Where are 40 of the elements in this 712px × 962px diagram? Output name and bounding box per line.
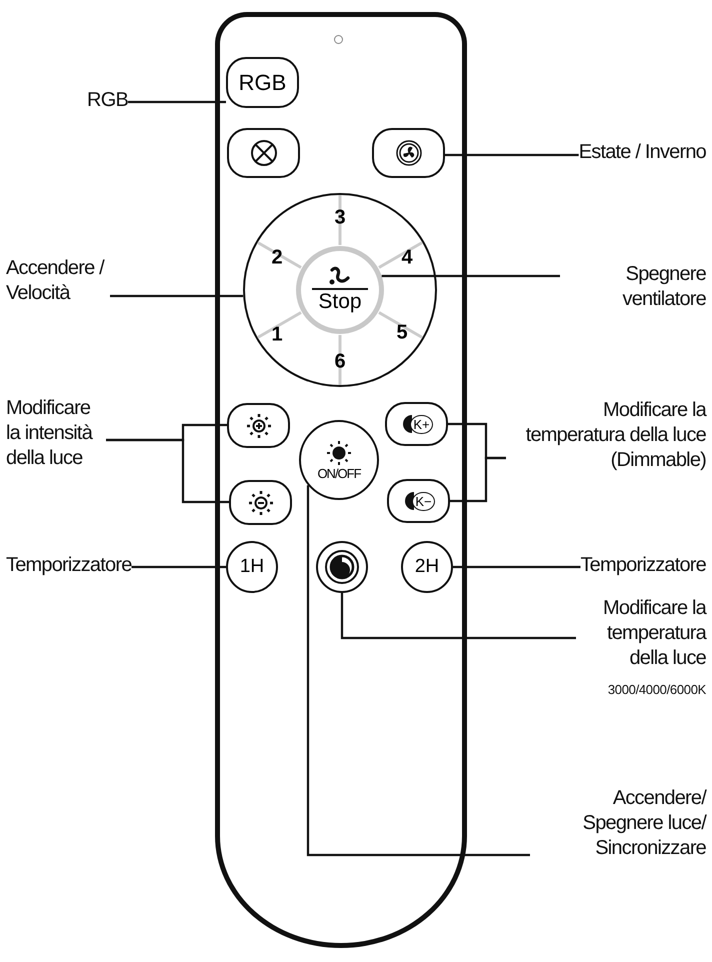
leader-line [106,438,229,504]
callout-text: Modificare la temperatura della luce [602,596,706,671]
callout-text: Spegnere ventilatore [560,262,706,320]
brightness-up-button [227,403,290,448]
speed-number: 6 [334,350,346,374]
leader-line [453,566,580,568]
cooler-button: K− [387,479,450,523]
remote-body [215,12,467,948]
rgb-button: RGB [226,57,299,108]
leader-line [340,593,576,640]
value-note: 3000/4000/6000K [606,681,706,699]
leader-line [132,566,226,568]
timer-button: 2H [401,541,453,593]
speed-number: 3 [334,206,346,230]
color-temperature-button [316,541,368,593]
brightness-down-button [229,480,292,525]
callout-text: Accendere / Velocità [6,256,110,316]
leader-line [128,100,226,104]
speed-number: 2 [271,246,283,270]
callout-text: RGB [87,88,128,116]
leader-line [110,294,244,298]
callout-text: Modificare la temperatura della luce (Dimmable) [506,398,706,480]
callout-text: Estate / Inverno [578,140,706,170]
timer-button: 1H [226,541,278,593]
callout-text: Accendere/ Spegnere luce/ Sincronizzare [530,786,706,872]
fan-mode-button [372,128,445,178]
speed-number: 5 [396,322,408,344]
callout-text: Temporizzatore [6,553,132,583]
leader-line [306,485,530,856]
leader-line [445,154,579,156]
callout-text: Modificare la intensità della luce [6,396,106,478]
lamp-button [227,128,300,178]
on-off-button: ON/OFF [299,420,379,500]
leader-line [382,274,560,278]
speed-number: 4 [401,246,413,270]
leader-line [450,456,506,502]
speed-number: 1 [271,324,283,346]
callout-text: Temporizzatore [580,553,706,583]
stop-button: Stop [296,246,384,334]
warmer-button: K+ [385,402,448,446]
